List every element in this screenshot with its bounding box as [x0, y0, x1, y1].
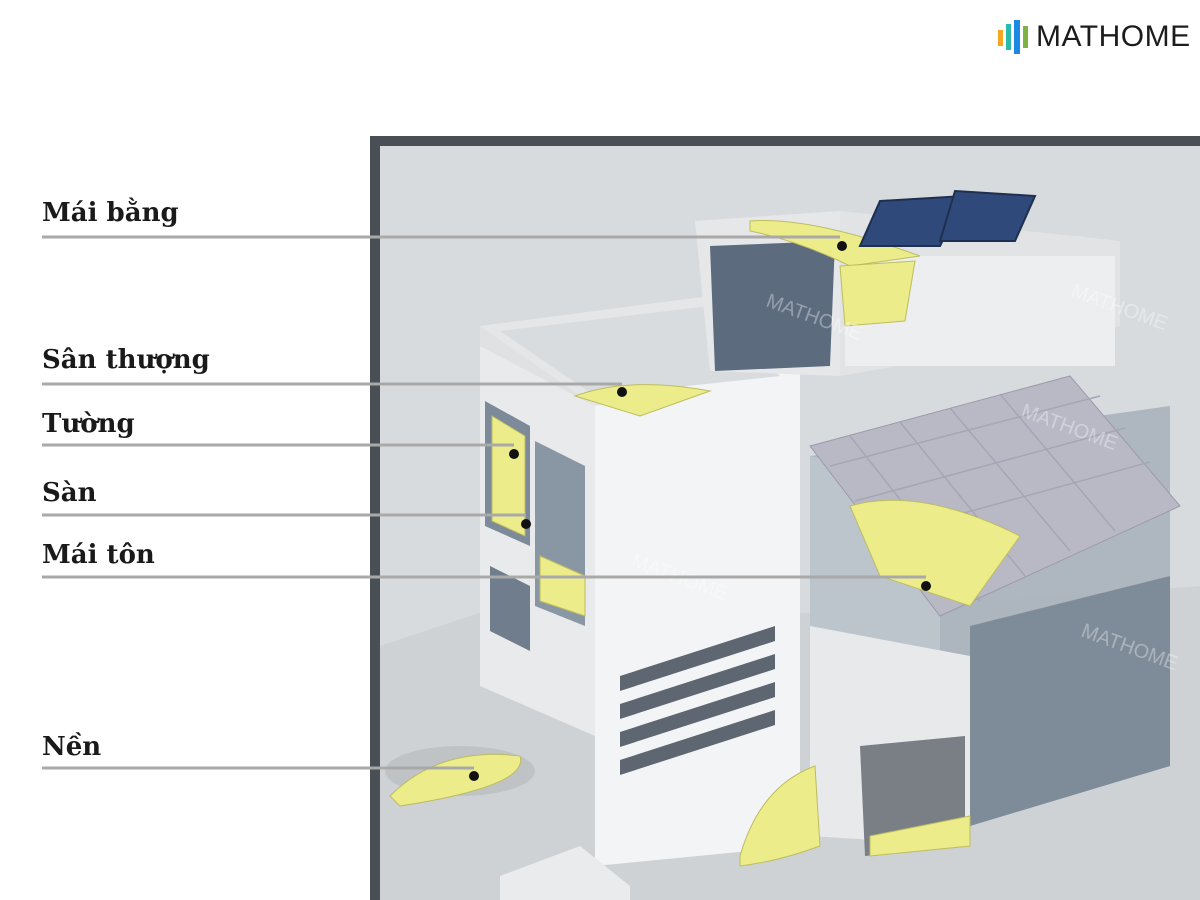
brand-name: MATHOME — [1036, 20, 1191, 53]
label-mai-bang: Mái bằng — [42, 198, 179, 228]
brand-logo: MATHOME — [996, 14, 1191, 60]
label-san-thuong: Sân thượng — [42, 345, 210, 375]
house-illustration: MATHOME MATHOME MATHOME MATHOME MATHOME — [380, 189, 1200, 900]
label-tuong: Tường — [42, 409, 135, 439]
label-nen: Nền — [42, 732, 102, 762]
label-mai-ton: Mái tôn — [42, 540, 155, 570]
mathome-logo-icon — [998, 20, 1028, 54]
label-san: Sàn — [42, 478, 97, 508]
house-illustration-frame: MATHOME MATHOME MATHOME MATHOME MATHOME — [370, 136, 1200, 900]
